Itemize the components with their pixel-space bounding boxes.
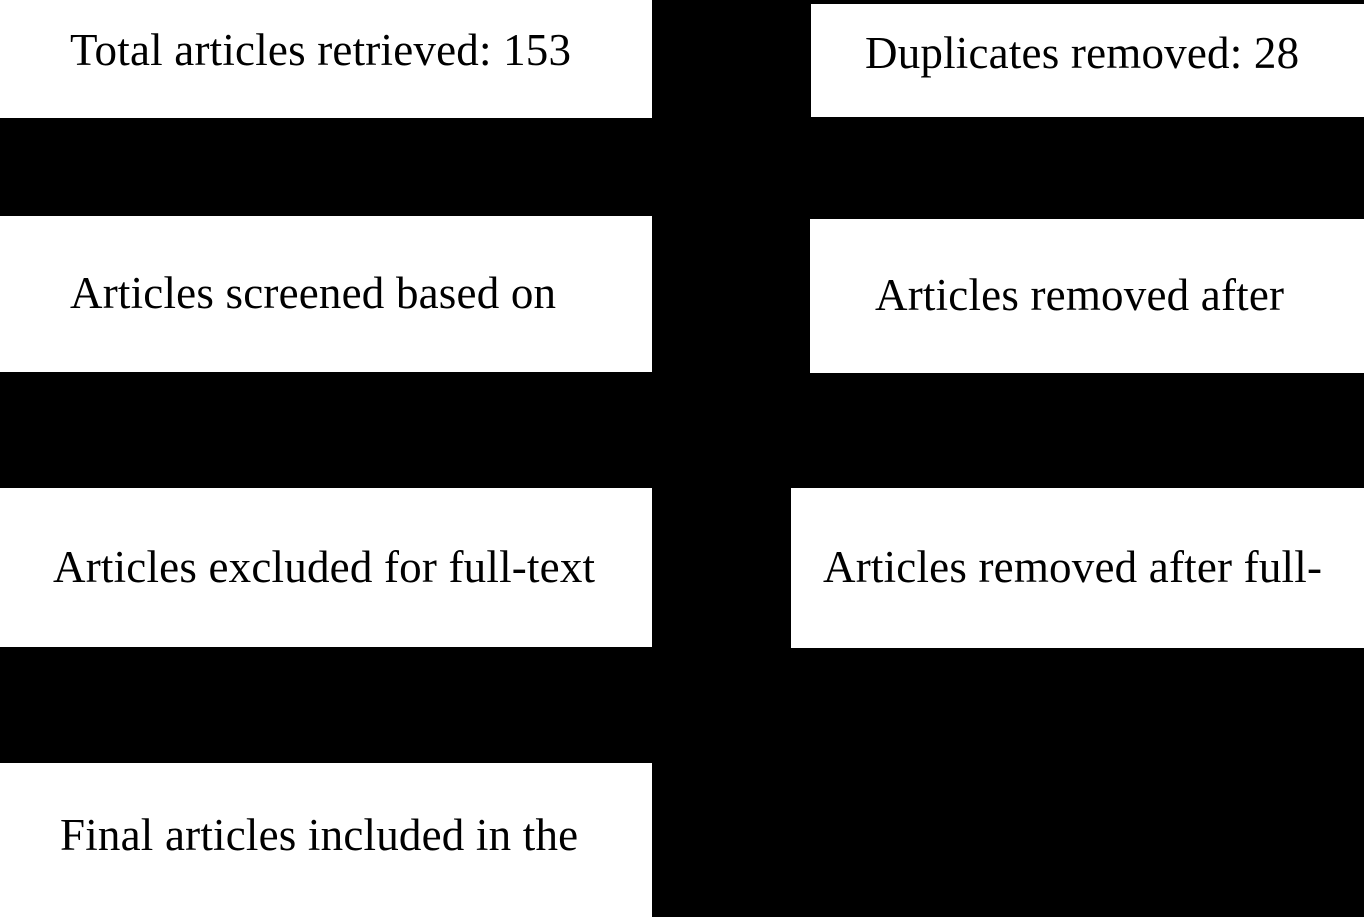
box-articles-excluded-full-text-label: Articles excluded for full-text: [53, 541, 596, 592]
box-articles-removed-after-full-text: Articles removed after full-: [791, 488, 1364, 648]
box-articles-removed-after-screening-label: Articles removed after: [875, 269, 1285, 320]
box-articles-screened-label: Articles screened based on: [70, 267, 557, 318]
box-articles-removed-after-screening: Articles removed after: [810, 219, 1364, 373]
box-total-articles-retrieved: Total articles retrieved: 153: [0, 0, 652, 118]
box-duplicates-removed-label: Duplicates removed: 28: [865, 28, 1300, 79]
box-articles-excluded-full-text: Articles excluded for full-text: [0, 488, 652, 647]
box-final-articles-included-label: Final articles included in the: [60, 809, 579, 860]
box-final-articles-included: Final articles included in the: [0, 763, 652, 917]
box-articles-removed-after-full-text-label: Articles removed after full-: [823, 542, 1323, 593]
box-duplicates-removed: Duplicates removed: 28: [811, 4, 1364, 117]
box-total-articles-retrieved-label: Total articles retrieved: 153: [70, 24, 572, 75]
box-articles-screened: Articles screened based on: [0, 216, 652, 372]
